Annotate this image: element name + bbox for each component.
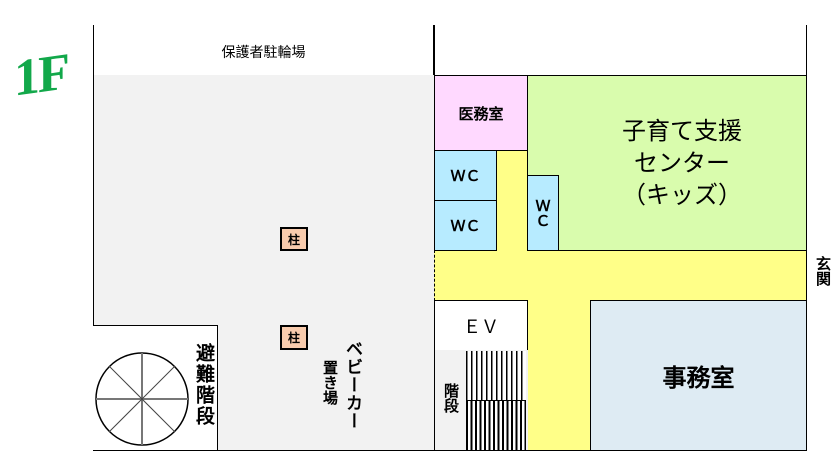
kids-label-1: 子育て支援 (622, 117, 742, 145)
spiral-stair-icon (95, 352, 189, 446)
corridor (434, 250, 807, 301)
pillar: 柱 (280, 325, 308, 350)
pillar-label: 柱 (287, 232, 300, 247)
bike-parking-divider (433, 25, 435, 75)
evac-stairs (93, 325, 218, 451)
kids-label-3: （キッズ） (622, 181, 742, 209)
pillar: 柱 (280, 227, 308, 251)
medical-room: 医務室 (434, 75, 528, 151)
pillar-label: 柱 (287, 331, 300, 345)
wc-label: ＷＣ (450, 217, 481, 235)
kids-label-2: センター (634, 149, 730, 177)
stair-steps (466, 351, 526, 400)
stair-steps (466, 400, 526, 450)
ev-label: ＥＶ (463, 316, 499, 338)
bike-parking-label: 保護者駐輪場 (221, 45, 306, 61)
office-label: 事務室 (662, 364, 735, 392)
floor-label: 1F (14, 43, 68, 108)
stairs-label: 階段 (442, 383, 460, 413)
kids-center: 子育て支援 センター （キッズ） (527, 75, 807, 251)
wc-2: ＷＣ (434, 200, 497, 251)
entrance-label: 玄関 (814, 256, 832, 286)
stroller-label-2: 置き場 (321, 360, 339, 405)
wc-label: ＷＣ (450, 167, 481, 185)
stroller-label-1: ベビーカー (342, 340, 362, 430)
corridor (496, 150, 528, 250)
elevator: ＥＶ (434, 300, 528, 351)
wc-label: ＷＣ (533, 198, 552, 228)
wc-1: ＷＣ (434, 150, 497, 201)
wc-3: ＷＣ (527, 175, 559, 251)
corridor (527, 300, 591, 451)
medical-label: 医務室 (458, 104, 504, 123)
office: 事務室 (590, 300, 807, 451)
evac-stairs-label: 避難階段 (193, 343, 215, 427)
